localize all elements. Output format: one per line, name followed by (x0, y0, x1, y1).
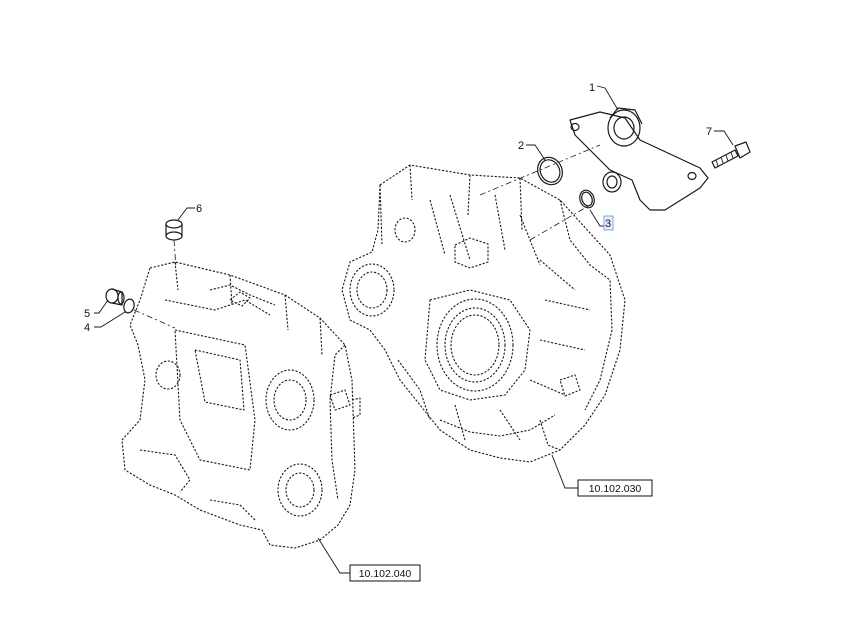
callout-5: 5 (84, 308, 90, 320)
reference-label-left-housing: 10.102.040 (359, 568, 412, 580)
assembly-centerlines (133, 144, 601, 329)
part-1-bracket (569, 107, 709, 211)
callout-4: 4 (84, 322, 90, 334)
part-5-plug (105, 288, 125, 306)
callout-3-highlight (603, 215, 614, 231)
part-2-o-ring (537, 156, 563, 186)
callout-2: 2 (518, 140, 524, 152)
part-6-plug (165, 219, 183, 241)
timing-cover-drawing (121, 261, 361, 549)
callout-1: 1 (589, 82, 595, 94)
part-7-bolt (711, 141, 751, 169)
flywheel-housing-drawing (341, 164, 626, 463)
leader-lines (94, 85, 734, 574)
reference-box-left-housing[interactable]: 10.102.040 (349, 564, 421, 582)
reference-box-right-housing[interactable]: 10.102.030 (577, 479, 653, 497)
part-4-washer (123, 298, 135, 314)
callout-6: 6 (196, 203, 202, 215)
part-3-o-ring (579, 189, 595, 209)
callout-3[interactable]: 3 (605, 218, 611, 230)
reference-label-right-housing: 10.102.030 (589, 483, 642, 495)
callout-7: 7 (706, 126, 712, 138)
